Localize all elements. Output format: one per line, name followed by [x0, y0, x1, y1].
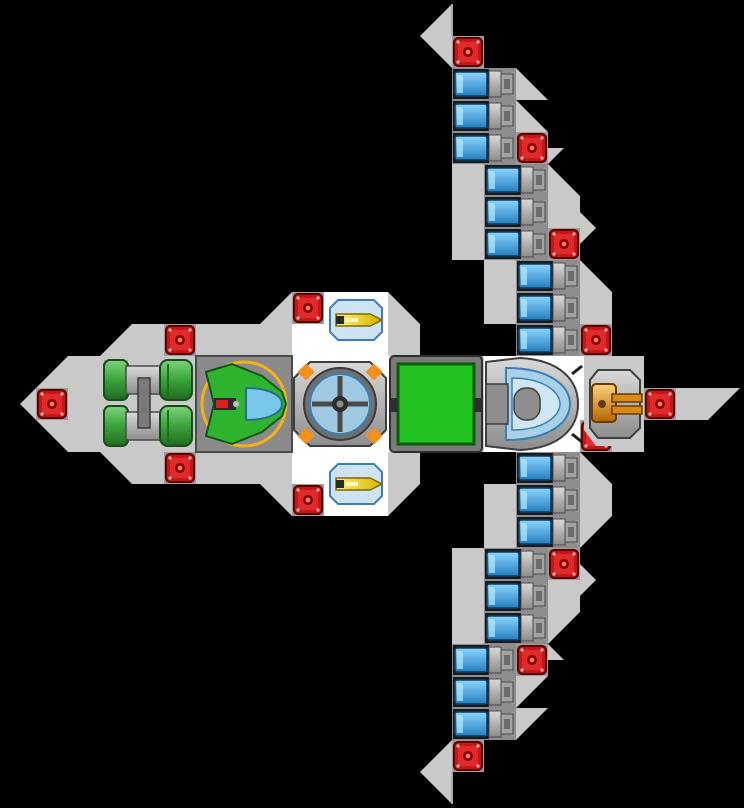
battery-block[interactable]	[515, 515, 581, 549]
orange-cannon-turret-icon[interactable]	[584, 362, 644, 446]
red-thruster-icon[interactable]	[163, 451, 197, 485]
battery-block[interactable]	[451, 643, 517, 677]
battery-block[interactable]	[451, 707, 517, 741]
red-thruster-icon[interactable]	[515, 131, 549, 165]
red-thruster-icon[interactable]	[547, 547, 581, 581]
battery-block[interactable]	[515, 259, 581, 293]
battery-block[interactable]	[451, 99, 517, 133]
battery-block[interactable]	[451, 675, 517, 709]
battery-block[interactable]	[451, 67, 517, 101]
red-thruster-icon[interactable]	[515, 643, 549, 677]
battery-block[interactable]	[483, 547, 549, 581]
battery-block[interactable]	[515, 323, 581, 357]
battery-block[interactable]	[515, 483, 581, 517]
red-thruster-icon[interactable]	[35, 387, 69, 421]
battery-block[interactable]	[515, 451, 581, 485]
red-thruster-icon[interactable]	[643, 387, 677, 421]
red-thruster-icon[interactable]	[451, 739, 485, 773]
red-thruster-icon[interactable]	[291, 483, 325, 517]
shield-generator-icon[interactable]	[485, 356, 583, 452]
red-thruster-icon[interactable]	[547, 227, 581, 261]
green-cargo-container-icon[interactable]	[389, 355, 483, 453]
battery-block[interactable]	[515, 291, 581, 325]
battery-block[interactable]	[483, 579, 549, 613]
battery-block[interactable]	[483, 227, 549, 261]
battery-block[interactable]	[483, 611, 549, 645]
red-thruster-icon[interactable]	[451, 35, 485, 69]
missile-launcher-icon[interactable]	[323, 459, 389, 509]
red-thruster-icon[interactable]	[163, 323, 197, 357]
battery-block[interactable]	[483, 163, 549, 197]
red-thruster-icon[interactable]	[579, 323, 613, 357]
battery-block[interactable]	[451, 131, 517, 165]
reactor-core-icon[interactable]	[293, 361, 387, 447]
missile-launcher-icon[interactable]	[323, 295, 389, 345]
battery-block[interactable]	[483, 195, 549, 229]
green-cockpit-icon[interactable]	[195, 355, 293, 453]
twin-thruster-engine-icon[interactable]	[100, 356, 196, 452]
red-thruster-icon[interactable]	[291, 291, 325, 325]
